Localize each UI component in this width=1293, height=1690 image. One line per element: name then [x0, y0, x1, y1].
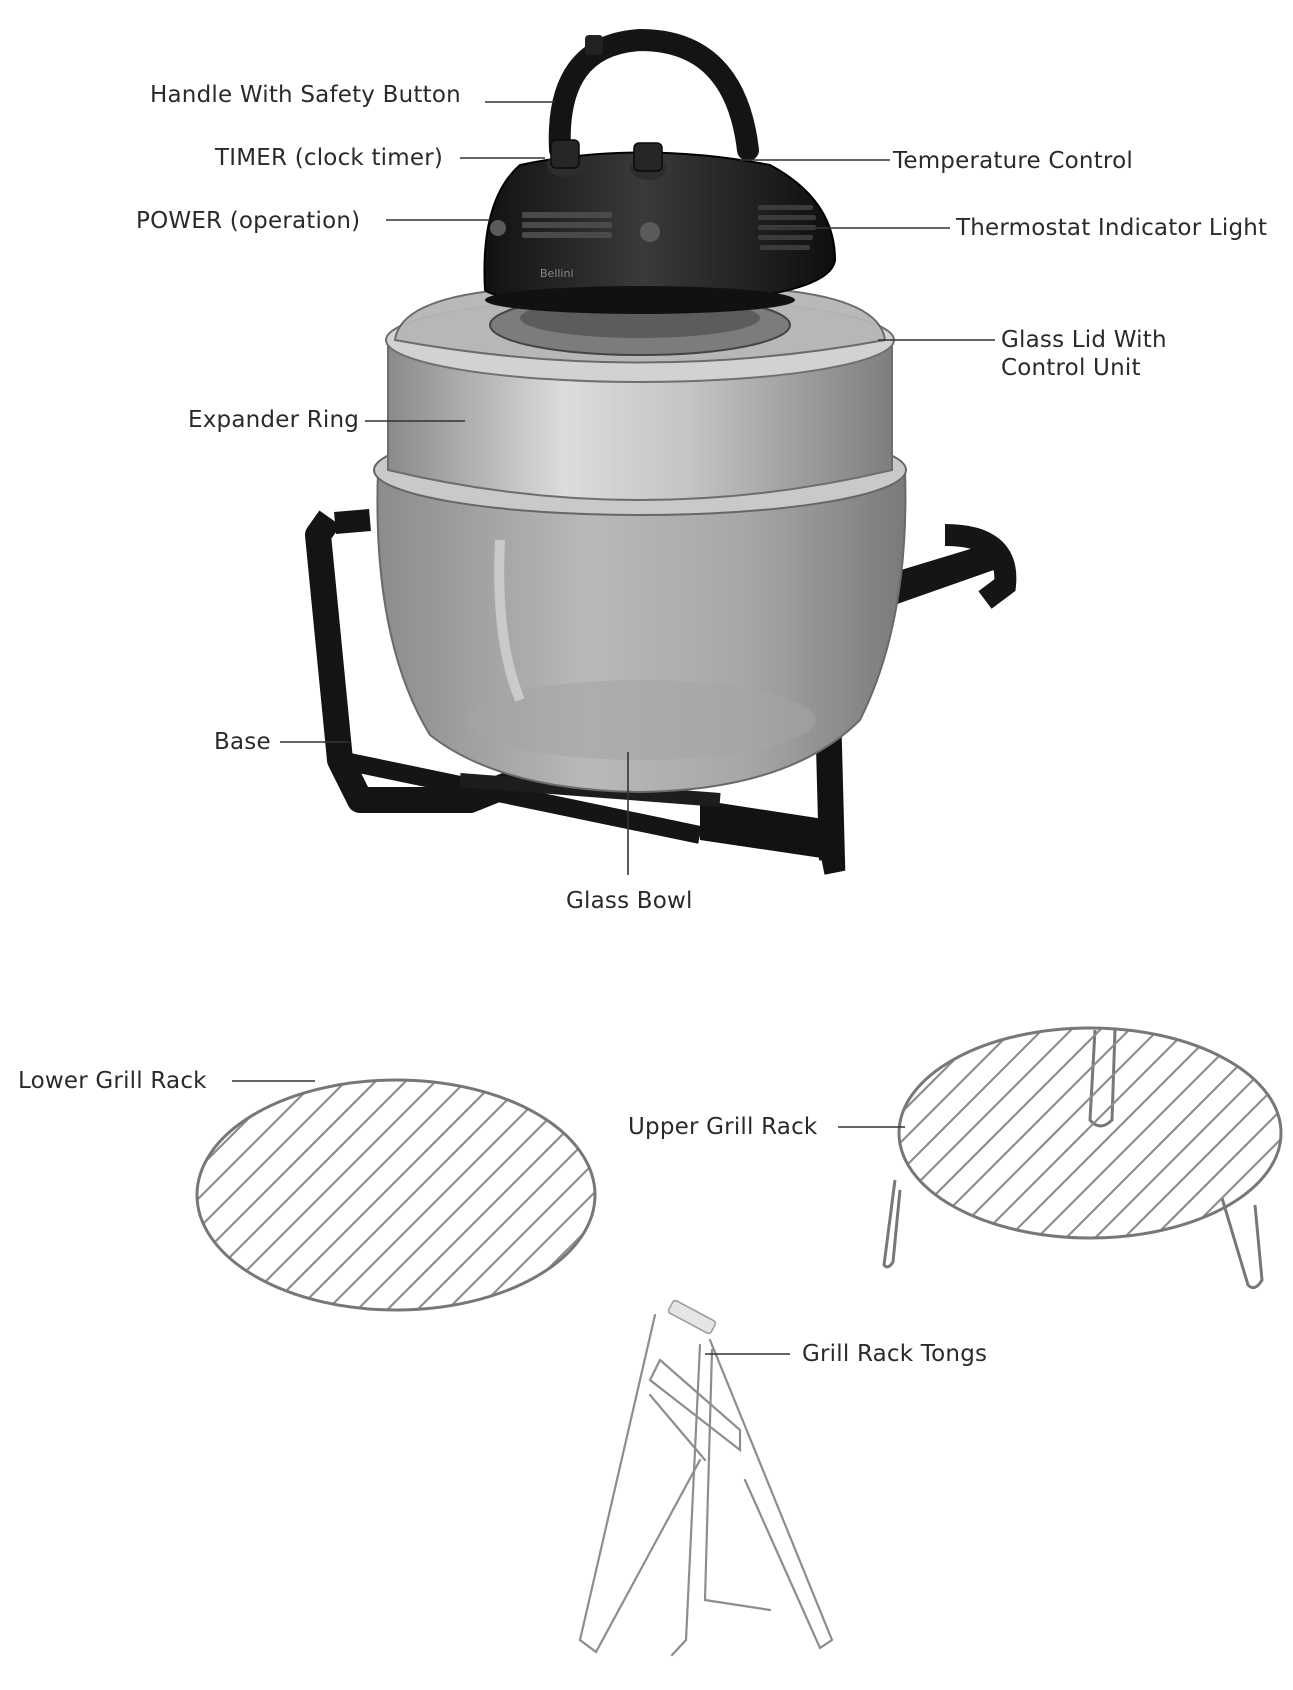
- rack-wire: [475, 1080, 595, 1310]
- rack-wire: [1035, 1028, 1249, 1238]
- rack-wire: [899, 1028, 1104, 1238]
- label-base: Base: [214, 729, 271, 755]
- rack-wire: [1122, 1028, 1281, 1238]
- rack-wire: [265, 1080, 499, 1310]
- rack-wire: [197, 1080, 409, 1310]
- rack-wire: [415, 1080, 595, 1310]
- rack-wire: [197, 1080, 349, 1310]
- rack-wire: [919, 1028, 1133, 1238]
- rack-wire: [445, 1080, 595, 1310]
- rack-wire: [1238, 1028, 1281, 1238]
- rack-wire: [899, 1028, 1017, 1238]
- rack-wire: [197, 1080, 199, 1310]
- rack-wire: [197, 1080, 319, 1310]
- grill-rack-tongs: [578, 1299, 834, 1657]
- rack-wire: [197, 1080, 379, 1310]
- rack-wire: [899, 1028, 1046, 1238]
- label-power: POWER (operation): [136, 208, 361, 234]
- rack-wire: [197, 1080, 229, 1310]
- rack-wire: [325, 1080, 559, 1310]
- side-vent: [758, 205, 816, 250]
- label-lower-rack: Lower Grill Rack: [18, 1068, 207, 1094]
- temperature-knob: [630, 142, 666, 180]
- rack-wire: [385, 1080, 595, 1310]
- rack-wire: [205, 1080, 439, 1310]
- rack-wire: [1180, 1028, 1281, 1238]
- label-thermostat: Thermostat Indicator Light: [956, 215, 1268, 241]
- label-handle: Handle With Safety Button: [150, 82, 461, 108]
- rack-wire: [948, 1028, 1162, 1238]
- label-temperature: Temperature Control: [893, 148, 1133, 174]
- halogen-oven-illustration: Bellini: [305, 28, 1017, 875]
- label-tongs: Grill Rack Tongs: [802, 1341, 988, 1367]
- rack-wire: [1064, 1028, 1278, 1238]
- handle: [548, 28, 759, 161]
- front-vent: [522, 212, 612, 238]
- label-expander: Expander Ring: [188, 407, 360, 433]
- label-glass-lid: Glass Lid With Control Unit: [1001, 327, 1167, 381]
- brand-logo: Bellini: [540, 267, 574, 280]
- thermostat-light: [640, 222, 660, 242]
- expander-ring: [387, 339, 893, 501]
- leader-lines: [232, 101, 995, 1355]
- rack-wire: [197, 1080, 259, 1310]
- rack-wire: [1093, 1028, 1281, 1238]
- upper-grill-rack: [882, 1026, 1283, 1290]
- rack-wire: [1006, 1028, 1220, 1238]
- rack-wire: [355, 1080, 589, 1310]
- rack-wire: [1151, 1028, 1281, 1238]
- power-light: [490, 220, 506, 236]
- rack-wire: [235, 1080, 469, 1310]
- label-upper-rack: Upper Grill Rack: [628, 1114, 818, 1140]
- rack-wire: [977, 1028, 1191, 1238]
- timer-knob: [547, 139, 583, 177]
- label-timer: TIMER (clock timer): [215, 145, 444, 171]
- rack-wire: [899, 1028, 1075, 1238]
- label-glass-bowl: Glass Bowl: [566, 888, 693, 914]
- rack-wire: [295, 1080, 529, 1310]
- lower-grill-rack: [195, 1078, 597, 1312]
- rack-wire: [899, 1028, 988, 1238]
